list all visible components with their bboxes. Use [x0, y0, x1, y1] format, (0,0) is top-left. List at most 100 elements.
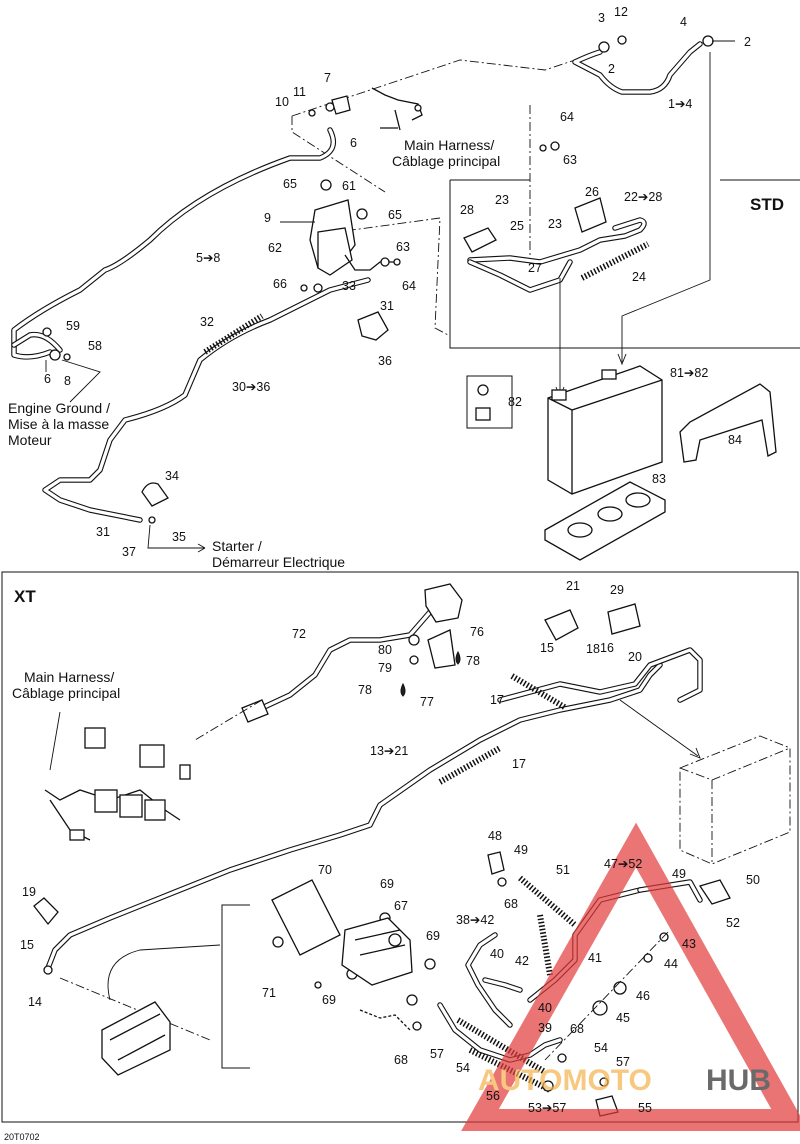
std-callout-13: 61	[342, 179, 356, 193]
xt-callout-35: 40	[490, 947, 504, 961]
xt-callout-50: 53➔57	[528, 1101, 566, 1115]
std-callout-23: 23	[548, 217, 562, 231]
xt-callout-51: 55	[638, 1101, 652, 1115]
std-callout-4: 2	[744, 35, 751, 49]
xt-callout-18: 14	[28, 995, 42, 1009]
xt-callout-33: 52	[726, 916, 740, 930]
cable-sleeve	[203, 313, 264, 355]
std-callout-34: 6	[44, 372, 51, 386]
xt-callout-12: 20	[628, 650, 642, 664]
xt-callout-16: 19	[22, 885, 36, 899]
std-callout-38: 34	[165, 469, 179, 483]
xt-callout-21: 67	[394, 899, 408, 913]
xt-callout-29: 51	[556, 863, 570, 877]
xt-callout-45: 57	[430, 1047, 444, 1061]
std-callout-37: 30➔36	[232, 380, 270, 394]
xt-callout-39: 39	[538, 1021, 552, 1035]
std-callout-18: 25	[510, 219, 524, 233]
std-callout-11: 63	[563, 153, 577, 167]
std-callout-12: 65	[283, 177, 297, 191]
xt-callout-2: 72	[292, 627, 306, 641]
std-callout-15: 65	[388, 208, 402, 222]
xt-callout-28: 68	[504, 897, 518, 911]
xt-callout-44: 68	[570, 1022, 584, 1036]
std-callout-40: 35	[172, 530, 186, 544]
xt-callout-13: 17	[490, 693, 504, 707]
xt-callout-19: 70	[318, 863, 332, 877]
std-callout-2: 2	[608, 62, 615, 76]
std-callout-19: 26	[585, 185, 599, 199]
xt-callout-1: 29	[610, 583, 624, 597]
nut-icon	[617, 35, 627, 45]
std-callout-25: 63	[396, 240, 410, 254]
xt-callout-7: 78	[466, 654, 480, 668]
xt-callout-31: 49	[672, 867, 686, 881]
std-callout-36: 32	[200, 315, 214, 329]
connector	[241, 699, 269, 723]
std-callout-31: 5➔8	[196, 251, 220, 265]
std-callout-43: 82	[508, 395, 522, 409]
xt-battery	[679, 735, 791, 865]
terminal-boot	[141, 482, 169, 507]
solenoid	[341, 917, 413, 986]
watermark-triangle-icon	[461, 822, 800, 1131]
std-callout-0: 3	[598, 11, 605, 25]
std-callout-14: 9	[264, 211, 271, 225]
ring-terminal	[598, 41, 610, 53]
xt-callout-17: 15	[20, 938, 34, 952]
text-labels: Main Harness/ Câblage principal Engine G…	[4, 137, 500, 1142]
connector	[424, 583, 463, 623]
mounting-plate	[271, 879, 341, 956]
watermark-text-prefix: AUTOMOTO	[478, 1064, 652, 1097]
xt-callout-14: 13➔21	[370, 744, 408, 758]
std-callout-41: 37	[122, 545, 136, 559]
std-callout-26: 66	[273, 277, 287, 291]
xt-callout-15: 17	[512, 757, 526, 771]
std-callout-45: 83	[652, 472, 666, 486]
std-callout-32: 59	[66, 319, 80, 333]
std-callout-8: 10	[275, 95, 289, 109]
figure-code: 20T0702	[4, 1132, 40, 1142]
xt-callout-20: 69	[380, 877, 394, 891]
std-callout-28: 64	[402, 279, 416, 293]
xt-callout-25: 68	[394, 1053, 408, 1067]
std-callout-35: 8	[64, 374, 71, 388]
control-module	[101, 944, 221, 1076]
std-callout-39: 31	[96, 525, 110, 539]
xt-callout-38: 40	[538, 1001, 552, 1015]
xt-callout-9: 15	[540, 641, 554, 655]
std-callout-5: 1➔4	[668, 97, 692, 111]
terminal-boot	[574, 197, 607, 233]
std-callout-20: 28	[460, 203, 474, 217]
std-callout-27: 33	[342, 279, 356, 293]
xt-callout-40: 43	[682, 937, 696, 951]
battery-strap	[679, 383, 777, 463]
terminal-boot	[33, 897, 59, 926]
std-callout-7: 11	[293, 85, 306, 99]
xt-section: XT	[1, 571, 800, 1131]
std-callout-24: 24	[632, 270, 646, 284]
main-harness-label: Main Harness/ Câblage principal	[392, 137, 500, 169]
std-callout-10: 64	[560, 110, 574, 124]
xt-callout-49: 56	[486, 1089, 500, 1103]
std-callout-42: 81➔82	[670, 366, 708, 380]
engine-ground-label: Engine Ground / Mise à la masse Moteur	[8, 400, 114, 448]
terminal-boot	[607, 603, 641, 635]
automotohub-watermark: AUTOMOTO HUB	[461, 822, 800, 1131]
xt-callout-24: 69	[322, 993, 336, 1007]
xt-callout-41: 44	[664, 957, 678, 971]
xt-callout-47: 54	[594, 1041, 608, 1055]
std-callout-33: 58	[88, 339, 102, 353]
std-callout-6: 7	[324, 71, 331, 85]
std-callout-1: 12	[614, 5, 628, 19]
xt-callout-30: 47➔52	[604, 857, 642, 871]
xt-callout-26: 48	[488, 829, 502, 843]
xt-callout-34: 38➔42	[456, 913, 494, 927]
std-callout-22: 27	[528, 261, 542, 275]
std-callout-16: 62	[268, 241, 282, 255]
xt-callout-11: 16	[600, 641, 614, 655]
terminal-boot	[357, 311, 389, 341]
std-callout-30: 36	[378, 354, 392, 368]
xt-callout-43: 45	[616, 1011, 630, 1025]
